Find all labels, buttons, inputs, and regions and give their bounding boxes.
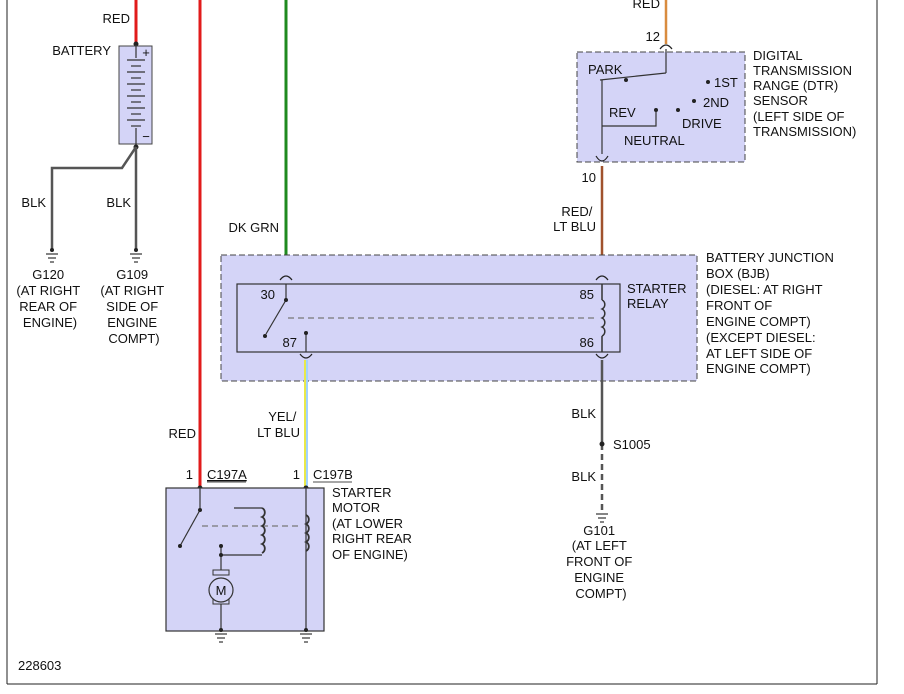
wire-label-red-ltblu: RED/ LT BLU bbox=[553, 204, 596, 234]
battery-plus: + bbox=[142, 45, 150, 60]
relay-coil bbox=[600, 284, 606, 352]
starter-switch-contact bbox=[198, 508, 202, 512]
wire-label-red-top: RED bbox=[103, 11, 130, 26]
dtr-node-rev bbox=[654, 108, 658, 112]
dtr-2nd-label: 2ND bbox=[703, 95, 729, 110]
c197a-pin: 1 bbox=[186, 467, 193, 482]
starter-solenoid-coil-1 bbox=[259, 507, 266, 554]
splice-s1005-node bbox=[599, 441, 605, 447]
starter-ground-symbol-2 bbox=[300, 633, 312, 643]
c197b-label: C197B bbox=[313, 467, 353, 482]
battery-symbol bbox=[118, 45, 153, 145]
starter-description: STARTER MOTOR (AT LOWER RIGHT REAR OF EN… bbox=[332, 485, 416, 562]
dtr-drive-label: DRIVE bbox=[682, 116, 722, 131]
dtr-pin-12: 12 bbox=[646, 29, 660, 44]
starter-relay-label: STARTER RELAY bbox=[627, 281, 690, 311]
relay-pin-86-connector bbox=[595, 353, 609, 359]
wire-label-red-starter: RED bbox=[169, 426, 196, 441]
battery-minus: − bbox=[142, 129, 150, 144]
ground-symbol-g101 bbox=[596, 513, 608, 523]
starter-solenoid-coil-2 bbox=[303, 514, 310, 552]
dtr-node-drive bbox=[676, 108, 680, 112]
motor-brush-top bbox=[212, 569, 230, 576]
relay-contact-30 bbox=[284, 298, 288, 302]
ground-symbol-g120 bbox=[46, 253, 58, 263]
starter-ground-node-1 bbox=[219, 628, 223, 632]
wire-label-blk-g109: BLK bbox=[106, 195, 131, 210]
dtr-park-node bbox=[624, 78, 628, 82]
dtr-switch-lines bbox=[599, 49, 667, 154]
starter-contact-2 bbox=[219, 544, 223, 548]
c197b-pin: 1 bbox=[293, 467, 300, 482]
g109-node bbox=[134, 248, 138, 252]
starter-open-contact bbox=[178, 544, 182, 548]
blk-wire-g120 bbox=[50, 146, 138, 250]
dtr-rev-label: REV bbox=[609, 105, 636, 120]
dtr-pin-12-connector bbox=[659, 44, 673, 50]
relay-pin-87: 87 bbox=[283, 335, 297, 350]
g101-label: G101 (AT LEFT FRONT OF ENGINE COMPT) bbox=[566, 523, 636, 601]
g120-node bbox=[50, 248, 54, 252]
bjb-description: BATTERY JUNCTION BOX (BJB) (DIESEL: AT R… bbox=[706, 250, 837, 376]
wire-label-blk-relay: BLK bbox=[571, 406, 596, 421]
relay-contact-open bbox=[263, 334, 267, 338]
wire-label-dkgrn: DK GRN bbox=[228, 220, 279, 235]
wire-label-red-dtr: RED bbox=[633, 0, 660, 11]
wire-label-yel-ltblu: YEL/ LT BLU bbox=[257, 409, 300, 440]
battery-label: BATTERY bbox=[52, 43, 111, 58]
motor-symbol-label: M bbox=[216, 583, 227, 598]
dtr-sensor-box bbox=[576, 51, 746, 163]
relay-pin-85-connector bbox=[595, 275, 609, 281]
wire-label-blk-g120: BLK bbox=[21, 195, 46, 210]
starter-junction bbox=[219, 553, 223, 557]
starter-ground-node-2 bbox=[304, 628, 308, 632]
dtr-pin-10-connector bbox=[595, 155, 609, 162]
splice-s1005-label: S1005 bbox=[613, 437, 651, 452]
dtr-1st-label: 1ST bbox=[714, 75, 738, 90]
relay-pin-86: 86 bbox=[580, 335, 594, 350]
c197a-label: C197A bbox=[207, 467, 247, 482]
diagram-id: 228603 bbox=[18, 658, 61, 673]
dtr-park-label: PARK bbox=[588, 62, 623, 77]
relay-pin-30-connector bbox=[279, 275, 293, 281]
dtr-node-2nd bbox=[692, 99, 696, 103]
dtr-pin-10: 10 bbox=[582, 170, 596, 185]
relay-pin-87-connector bbox=[299, 353, 313, 359]
dtr-description: DIGITAL TRANSMISSION RANGE (DTR) SENSOR … bbox=[753, 48, 856, 139]
relay-switch bbox=[265, 284, 598, 352]
starter-motor-box bbox=[165, 487, 325, 632]
relay-contact-87 bbox=[304, 331, 308, 335]
ground-symbol-g109 bbox=[130, 253, 142, 263]
starter-ground-symbol-1 bbox=[215, 633, 227, 643]
battery-cells bbox=[127, 46, 145, 144]
wire-label-blk-g101: BLK bbox=[571, 469, 596, 484]
motor-symbol bbox=[208, 577, 234, 603]
battery-plus-node bbox=[133, 41, 139, 47]
g120-label: G120 (AT RIGHT REAR OF ENGINE) bbox=[16, 267, 83, 330]
dtr-neutral-label: NEUTRAL bbox=[624, 133, 685, 148]
relay-pin-30: 30 bbox=[261, 287, 275, 302]
relay-pin-85: 85 bbox=[580, 287, 594, 302]
g109-label: G109 (AT RIGHT SIDE OF ENGINE COMPT) bbox=[100, 267, 167, 346]
dtr-node-1st bbox=[706, 80, 710, 84]
